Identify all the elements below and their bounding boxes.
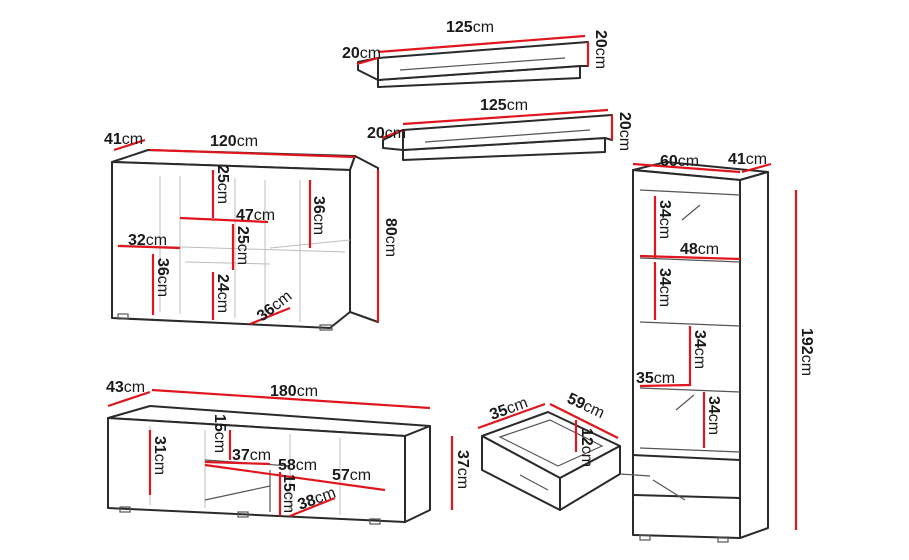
dresser-compartment-2-label: 47cm — [236, 207, 275, 224]
tv-stand-dimension-lines — [107, 388, 454, 518]
cabinet-height-label: 192cm — [798, 328, 815, 376]
dresser-dimension-lines — [113, 138, 380, 326]
tv-stand-depth-label: 43cm — [106, 379, 145, 396]
shelf1-dimension-lines — [356, 34, 590, 66]
dresser-width-label: 120cm — [210, 133, 258, 150]
tv-stand-compartment-7-label: 38cm — [296, 484, 339, 513]
shelf2-dimension-lines — [381, 108, 614, 140]
tv-stand-compartment-2-label: 15cm — [211, 414, 228, 453]
drawer — [481, 411, 651, 511]
drawer-dimension-lines — [477, 402, 619, 452]
cabinet-shelf-4-label: 34cm — [691, 330, 708, 369]
tv-stand-compartment-4-label: 58cm — [278, 457, 317, 474]
cabinet-shelf-3-label: 34cm — [656, 268, 673, 307]
cabinet-shelf-2-label: 48cm — [680, 241, 719, 258]
drawer-height-label: 12cm — [578, 428, 595, 467]
shelf1-width-label: 125cm — [446, 19, 494, 36]
dresser-compartment-1-label: 25cm — [214, 165, 231, 204]
shelf1-depth-label: 20cm — [342, 45, 381, 62]
cabinet-width-label: 60cm — [660, 153, 699, 170]
wall-shelf-top — [357, 41, 589, 88]
wall-shelf-bottom — [382, 114, 613, 161]
drawer-depth-label: 59cm — [564, 390, 607, 422]
shelf1-height-label: 20cm — [592, 30, 609, 69]
dresser-compartment-7-label: 24cm — [214, 274, 231, 313]
cabinet-shelf-6-label: 34cm — [705, 396, 722, 435]
dresser-height-label: 80cm — [382, 218, 399, 257]
tv-stand — [107, 405, 431, 525]
tv-stand-compartment-6-label: 15cm — [280, 474, 297, 513]
cabinet-dimension-lines — [632, 162, 798, 530]
drawer-width-label: 35cm — [488, 394, 531, 423]
shelf2-height-label: 20cm — [616, 112, 633, 151]
dimension-labels: 125cm 20cm 20cm 125cm 20cm 20cm 41cm 120… — [104, 19, 815, 514]
tv-stand-compartment-1-label: 31cm — [151, 436, 168, 475]
tv-stand-width-label: 180cm — [270, 383, 318, 400]
dresser-compartment-5-label: 25cm — [234, 226, 251, 265]
cabinet-shelf-5-label: 35cm — [636, 370, 675, 387]
dresser-depth-label: 41cm — [104, 131, 143, 148]
dresser-compartment-3-label: 36cm — [310, 196, 327, 235]
dresser-compartment-4-label: 32cm — [128, 232, 167, 249]
shelf2-depth-label: 20cm — [367, 125, 406, 142]
cabinet-shelf-1-label: 34cm — [656, 200, 673, 239]
dresser-compartment-6-label: 36cm — [154, 258, 171, 297]
tv-stand-compartment-3-label: 37cm — [232, 447, 271, 464]
shelf2-width-label: 125cm — [480, 97, 528, 114]
tv-stand-height-label: 37cm — [454, 450, 471, 489]
cabinet-depth-label: 41cm — [728, 151, 767, 168]
tv-stand-compartment-5-label: 57cm — [332, 467, 371, 484]
